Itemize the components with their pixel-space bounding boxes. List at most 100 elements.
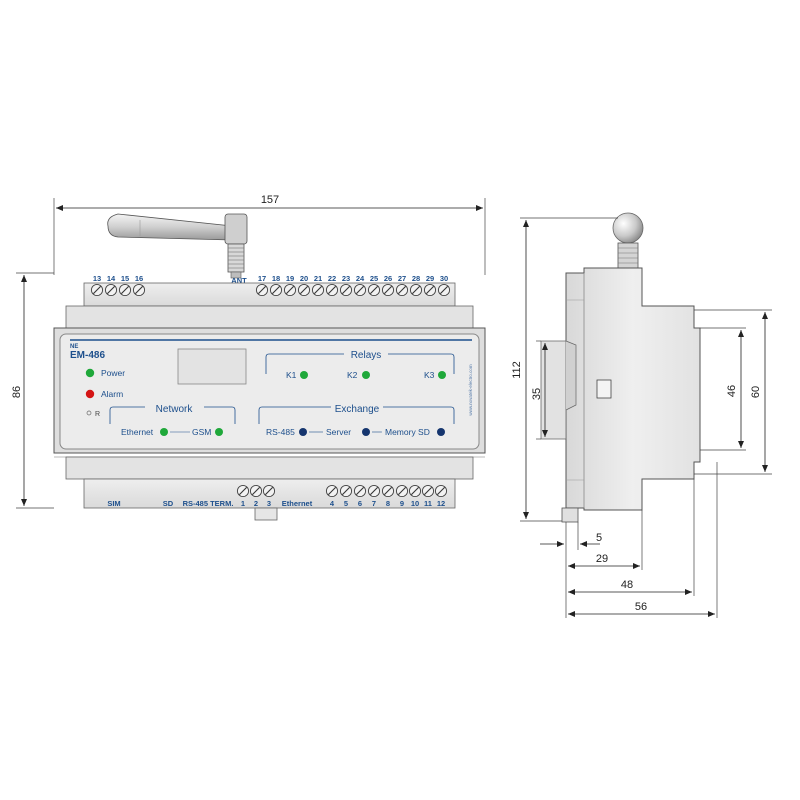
top-screws bbox=[90, 283, 451, 297]
terminal-label: 24 bbox=[356, 274, 365, 283]
side-housing bbox=[565, 267, 701, 511]
terminal-label: 3 bbox=[267, 499, 271, 508]
terminal-screw-icon[interactable] bbox=[353, 484, 367, 498]
exchange-title: Exchange bbox=[335, 404, 380, 415]
terminal-screw-icon[interactable] bbox=[297, 283, 311, 297]
power-label: Power bbox=[101, 368, 125, 378]
terminal-label: 2 bbox=[254, 499, 258, 508]
terminal-label: 19 bbox=[286, 274, 294, 283]
gsm-led-icon bbox=[215, 428, 223, 436]
terminal-screw-icon[interactable] bbox=[132, 283, 146, 297]
front-view: 157 86 ANT 13 14 15 1 bbox=[11, 194, 486, 521]
terminal-screw-icon[interactable] bbox=[421, 484, 435, 498]
terminal-label: 30 bbox=[440, 274, 448, 283]
dim-offset-5: 5 bbox=[596, 532, 602, 544]
gsm-label: GSM bbox=[192, 427, 211, 437]
server-label: Server bbox=[326, 427, 351, 437]
terminal-label: 27 bbox=[398, 274, 406, 283]
terminal-screw-icon[interactable] bbox=[118, 283, 132, 297]
terminal-screw-icon[interactable] bbox=[423, 283, 437, 297]
dim-width: 157 bbox=[53, 194, 486, 275]
relay-k1-led-icon bbox=[300, 371, 308, 379]
rs485-led-icon bbox=[299, 428, 307, 436]
dim-depth-35: 35 bbox=[531, 388, 543, 400]
terminal-screw-icon[interactable] bbox=[408, 484, 422, 498]
website-label: www.novatek-electro.com bbox=[468, 364, 473, 416]
terminal-screw-icon[interactable] bbox=[255, 283, 269, 297]
terminal-screw-icon[interactable] bbox=[339, 484, 353, 498]
brand-mark: NE bbox=[70, 344, 78, 350]
terminal-label: 8 bbox=[386, 499, 390, 508]
terminal-label: 21 bbox=[314, 274, 322, 283]
relay-k1-label: K1 bbox=[286, 370, 297, 380]
terminal-screw-icon[interactable] bbox=[104, 283, 118, 297]
terminal-screw-icon[interactable] bbox=[409, 283, 423, 297]
terminal-screw-icon[interactable] bbox=[367, 283, 381, 297]
terminal-label: 18 bbox=[272, 274, 280, 283]
dim-height-label: 86 bbox=[11, 386, 23, 398]
sim-slot-label: SIM bbox=[107, 499, 120, 508]
dim-rail-46: 46 bbox=[726, 385, 738, 397]
rs485-term-label: RS-485 TERM. bbox=[183, 499, 234, 508]
terminal-screw-icon[interactable] bbox=[395, 283, 409, 297]
ethernet-label: Ethernet bbox=[121, 427, 154, 437]
terminal-screw-icon[interactable] bbox=[395, 484, 409, 498]
terminal-screw-icon[interactable] bbox=[353, 283, 367, 297]
dim-width-label: 157 bbox=[261, 194, 279, 206]
relay-k2-led-icon bbox=[362, 371, 370, 379]
relay-k2-label: K2 bbox=[347, 370, 358, 380]
front-panel bbox=[59, 333, 480, 450]
dim-height-total: 112 bbox=[511, 361, 523, 379]
dim-height: 86 bbox=[11, 272, 54, 509]
housing-top-step bbox=[65, 305, 474, 329]
terminal-screw-icon[interactable] bbox=[381, 484, 395, 498]
alarm-led-icon bbox=[85, 389, 95, 399]
relay-k3-label: K3 bbox=[424, 370, 435, 380]
terminal-screw-icon[interactable] bbox=[283, 283, 297, 297]
terminal-screw-icon[interactable] bbox=[325, 484, 339, 498]
terminal-screw-icon[interactable] bbox=[311, 283, 325, 297]
model-label: EM-486 bbox=[70, 350, 105, 361]
din-latch bbox=[254, 507, 278, 521]
terminal-screw-icon[interactable] bbox=[434, 484, 448, 498]
terminal-screw-icon[interactable] bbox=[262, 484, 276, 498]
terminal-screw-icon[interactable] bbox=[90, 283, 104, 297]
antenna-label: ANT bbox=[231, 276, 247, 285]
terminal-screw-icon[interactable] bbox=[269, 283, 283, 297]
terminal-label: 26 bbox=[384, 274, 392, 283]
relay-k3-led-icon bbox=[438, 371, 446, 379]
housing-bottom-step bbox=[65, 456, 474, 480]
alarm-label: Alarm bbox=[101, 389, 123, 399]
memory-sd-led-icon bbox=[437, 428, 445, 436]
sd-slot-label: SD bbox=[163, 499, 174, 508]
antenna-icon bbox=[107, 213, 248, 279]
terminal-label: 14 bbox=[107, 274, 116, 283]
terminal-screw-icon[interactable] bbox=[437, 283, 451, 297]
terminal-label: 25 bbox=[370, 274, 378, 283]
relays-title: Relays bbox=[351, 350, 382, 361]
terminal-screw-icon[interactable] bbox=[249, 484, 263, 498]
terminal-screw-icon[interactable] bbox=[381, 283, 395, 297]
antenna-ball-icon bbox=[612, 212, 644, 272]
terminal-label: 13 bbox=[93, 274, 101, 283]
dim-depth-29: 29 bbox=[596, 553, 608, 565]
terminal-screw-icon[interactable] bbox=[367, 484, 381, 498]
bottom-screws bbox=[236, 484, 448, 498]
terminal-label: 4 bbox=[330, 499, 335, 508]
terminal-screw-icon[interactable] bbox=[325, 283, 339, 297]
terminal-label: 20 bbox=[300, 274, 308, 283]
terminal-screw-icon[interactable] bbox=[339, 283, 353, 297]
top-terminals-left: 13 14 15 16 bbox=[93, 274, 143, 283]
terminal-label: 5 bbox=[344, 499, 348, 508]
terminal-label: 7 bbox=[372, 499, 376, 508]
power-led-icon bbox=[85, 368, 95, 378]
terminal-screw-icon[interactable] bbox=[236, 484, 250, 498]
dim-depth-48: 48 bbox=[621, 579, 633, 591]
side-window bbox=[596, 379, 612, 399]
terminal-label: 12 bbox=[437, 499, 445, 508]
server-led-icon bbox=[362, 428, 370, 436]
dim-depth-56: 56 bbox=[635, 601, 647, 613]
terminal-label: 23 bbox=[342, 274, 350, 283]
terminal-label: 6 bbox=[358, 499, 362, 508]
terminal-label: 1 bbox=[241, 499, 245, 508]
